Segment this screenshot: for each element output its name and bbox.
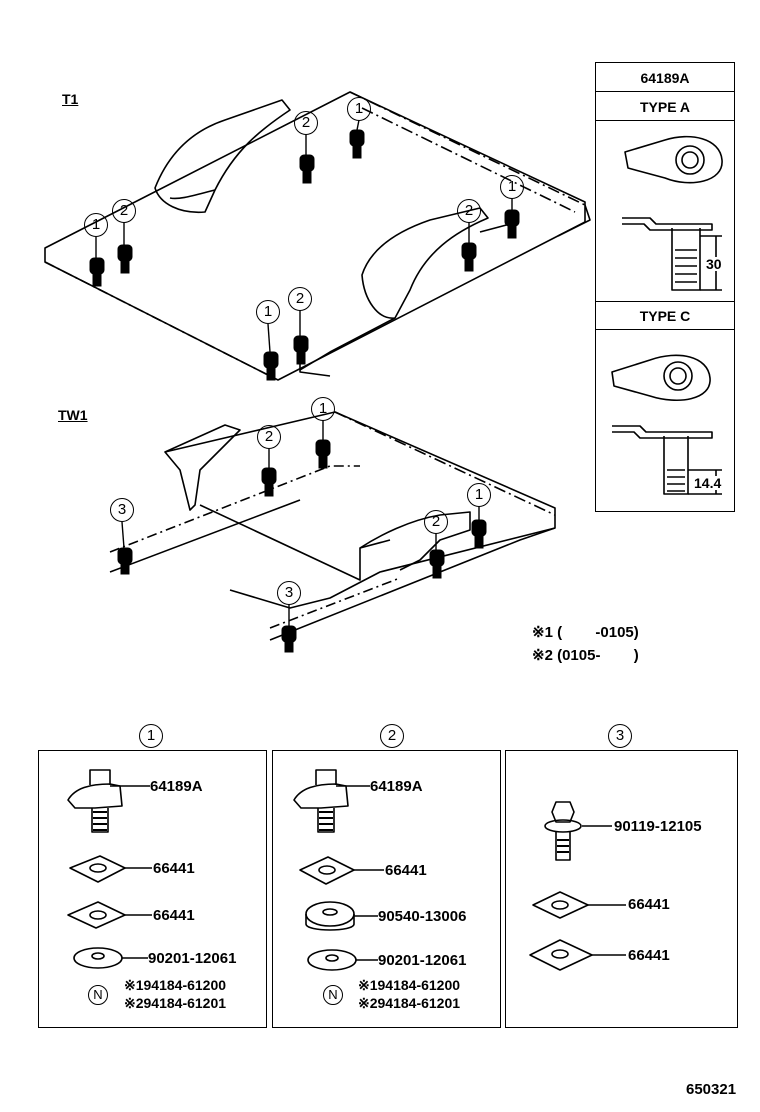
kit1-part-label: 66441 bbox=[153, 860, 195, 877]
type-c-header: TYPE C bbox=[596, 301, 734, 330]
callout-2: 2 bbox=[112, 199, 136, 223]
type-c-dimension: 14.4 bbox=[694, 475, 722, 491]
callout-2: 2 bbox=[457, 199, 481, 223]
callout-2: 2 bbox=[424, 510, 448, 534]
kit2-drawings bbox=[293, 769, 384, 971]
callout-1: 1 bbox=[84, 213, 108, 237]
note-2: ※2 (0105- ) bbox=[532, 647, 639, 664]
type-a-label: TYPE A bbox=[639, 99, 691, 115]
callout-2: 2 bbox=[257, 425, 281, 449]
type-c-label: TYPE C bbox=[639, 308, 691, 324]
kit1-title: 1 bbox=[139, 724, 163, 748]
callout-1: 1 bbox=[467, 483, 491, 507]
callout-1: 1 bbox=[311, 397, 335, 421]
callout-2: 2 bbox=[294, 111, 318, 135]
kit3-box bbox=[505, 750, 738, 1028]
callout-1: 1 bbox=[500, 175, 524, 199]
tw1-wheel-housing-right bbox=[359, 511, 471, 571]
kit3-part-label: 66441 bbox=[628, 947, 670, 964]
kit2-title: 2 bbox=[380, 724, 404, 748]
callout-1: 1 bbox=[347, 97, 371, 121]
note-1: ※1 ( -0105) bbox=[532, 624, 639, 641]
kit3-part-label: 66441 bbox=[628, 896, 670, 913]
kit1-nut-icon: N bbox=[88, 985, 108, 1005]
kit2-part-label: 66441 bbox=[385, 862, 427, 879]
callout-3: 3 bbox=[277, 581, 301, 605]
kit3-title: 3 bbox=[608, 724, 632, 748]
t1-bed-outline bbox=[44, 91, 586, 381]
kit1-box bbox=[38, 750, 267, 1028]
type-a-header: TYPE A bbox=[596, 92, 734, 121]
kit2-nut-icon: N bbox=[323, 985, 343, 1005]
diagram-number: 650321 bbox=[686, 1081, 737, 1098]
type-table-part-number: 64189A bbox=[640, 70, 690, 86]
t1-wheel-housing-left bbox=[154, 99, 291, 214]
kit1-nut-part: ※294184-61201 bbox=[124, 995, 227, 1011]
callout-1: 1 bbox=[256, 300, 280, 324]
type-c-bracket-drawing bbox=[611, 354, 722, 495]
callout-3: 3 bbox=[110, 498, 134, 522]
kit1-part-label: 66441 bbox=[153, 907, 195, 924]
tw1-bed-outline bbox=[164, 411, 556, 609]
section-label-t1: T1 bbox=[62, 91, 79, 107]
type-table-header: 64189A bbox=[596, 63, 734, 92]
kit3-drawings bbox=[529, 801, 626, 971]
kit1-part-label: 64189A bbox=[150, 778, 203, 795]
type-a-dimension: 30 bbox=[706, 256, 722, 272]
kit1-drawings bbox=[67, 769, 152, 969]
tw1-wheel-housing-left bbox=[164, 424, 241, 511]
section-label-tw1: TW1 bbox=[58, 407, 88, 423]
kit2-nut-part: ※194184-61200 bbox=[358, 977, 461, 993]
fastener-marks bbox=[89, 129, 520, 653]
callout-2: 2 bbox=[288, 287, 312, 311]
type-a-bracket-drawing bbox=[622, 135, 723, 291]
kit2-part-label: 64189A bbox=[370, 778, 423, 795]
kit2-part-label: 90201-12061 bbox=[378, 952, 467, 969]
kit2-nut-part: ※294184-61201 bbox=[358, 995, 461, 1011]
kit2-part-label: 90540-13006 bbox=[378, 908, 467, 925]
kit1-part-label: 90201-12061 bbox=[148, 950, 237, 967]
t1-wheel-housing-right bbox=[361, 207, 489, 319]
kit1-nut-part: ※194184-61200 bbox=[124, 977, 227, 993]
kit2-box bbox=[272, 750, 501, 1028]
kit3-part-label: 90119-12105 bbox=[614, 818, 702, 835]
type-table: 64189A TYPE A TYPE C bbox=[595, 62, 735, 512]
